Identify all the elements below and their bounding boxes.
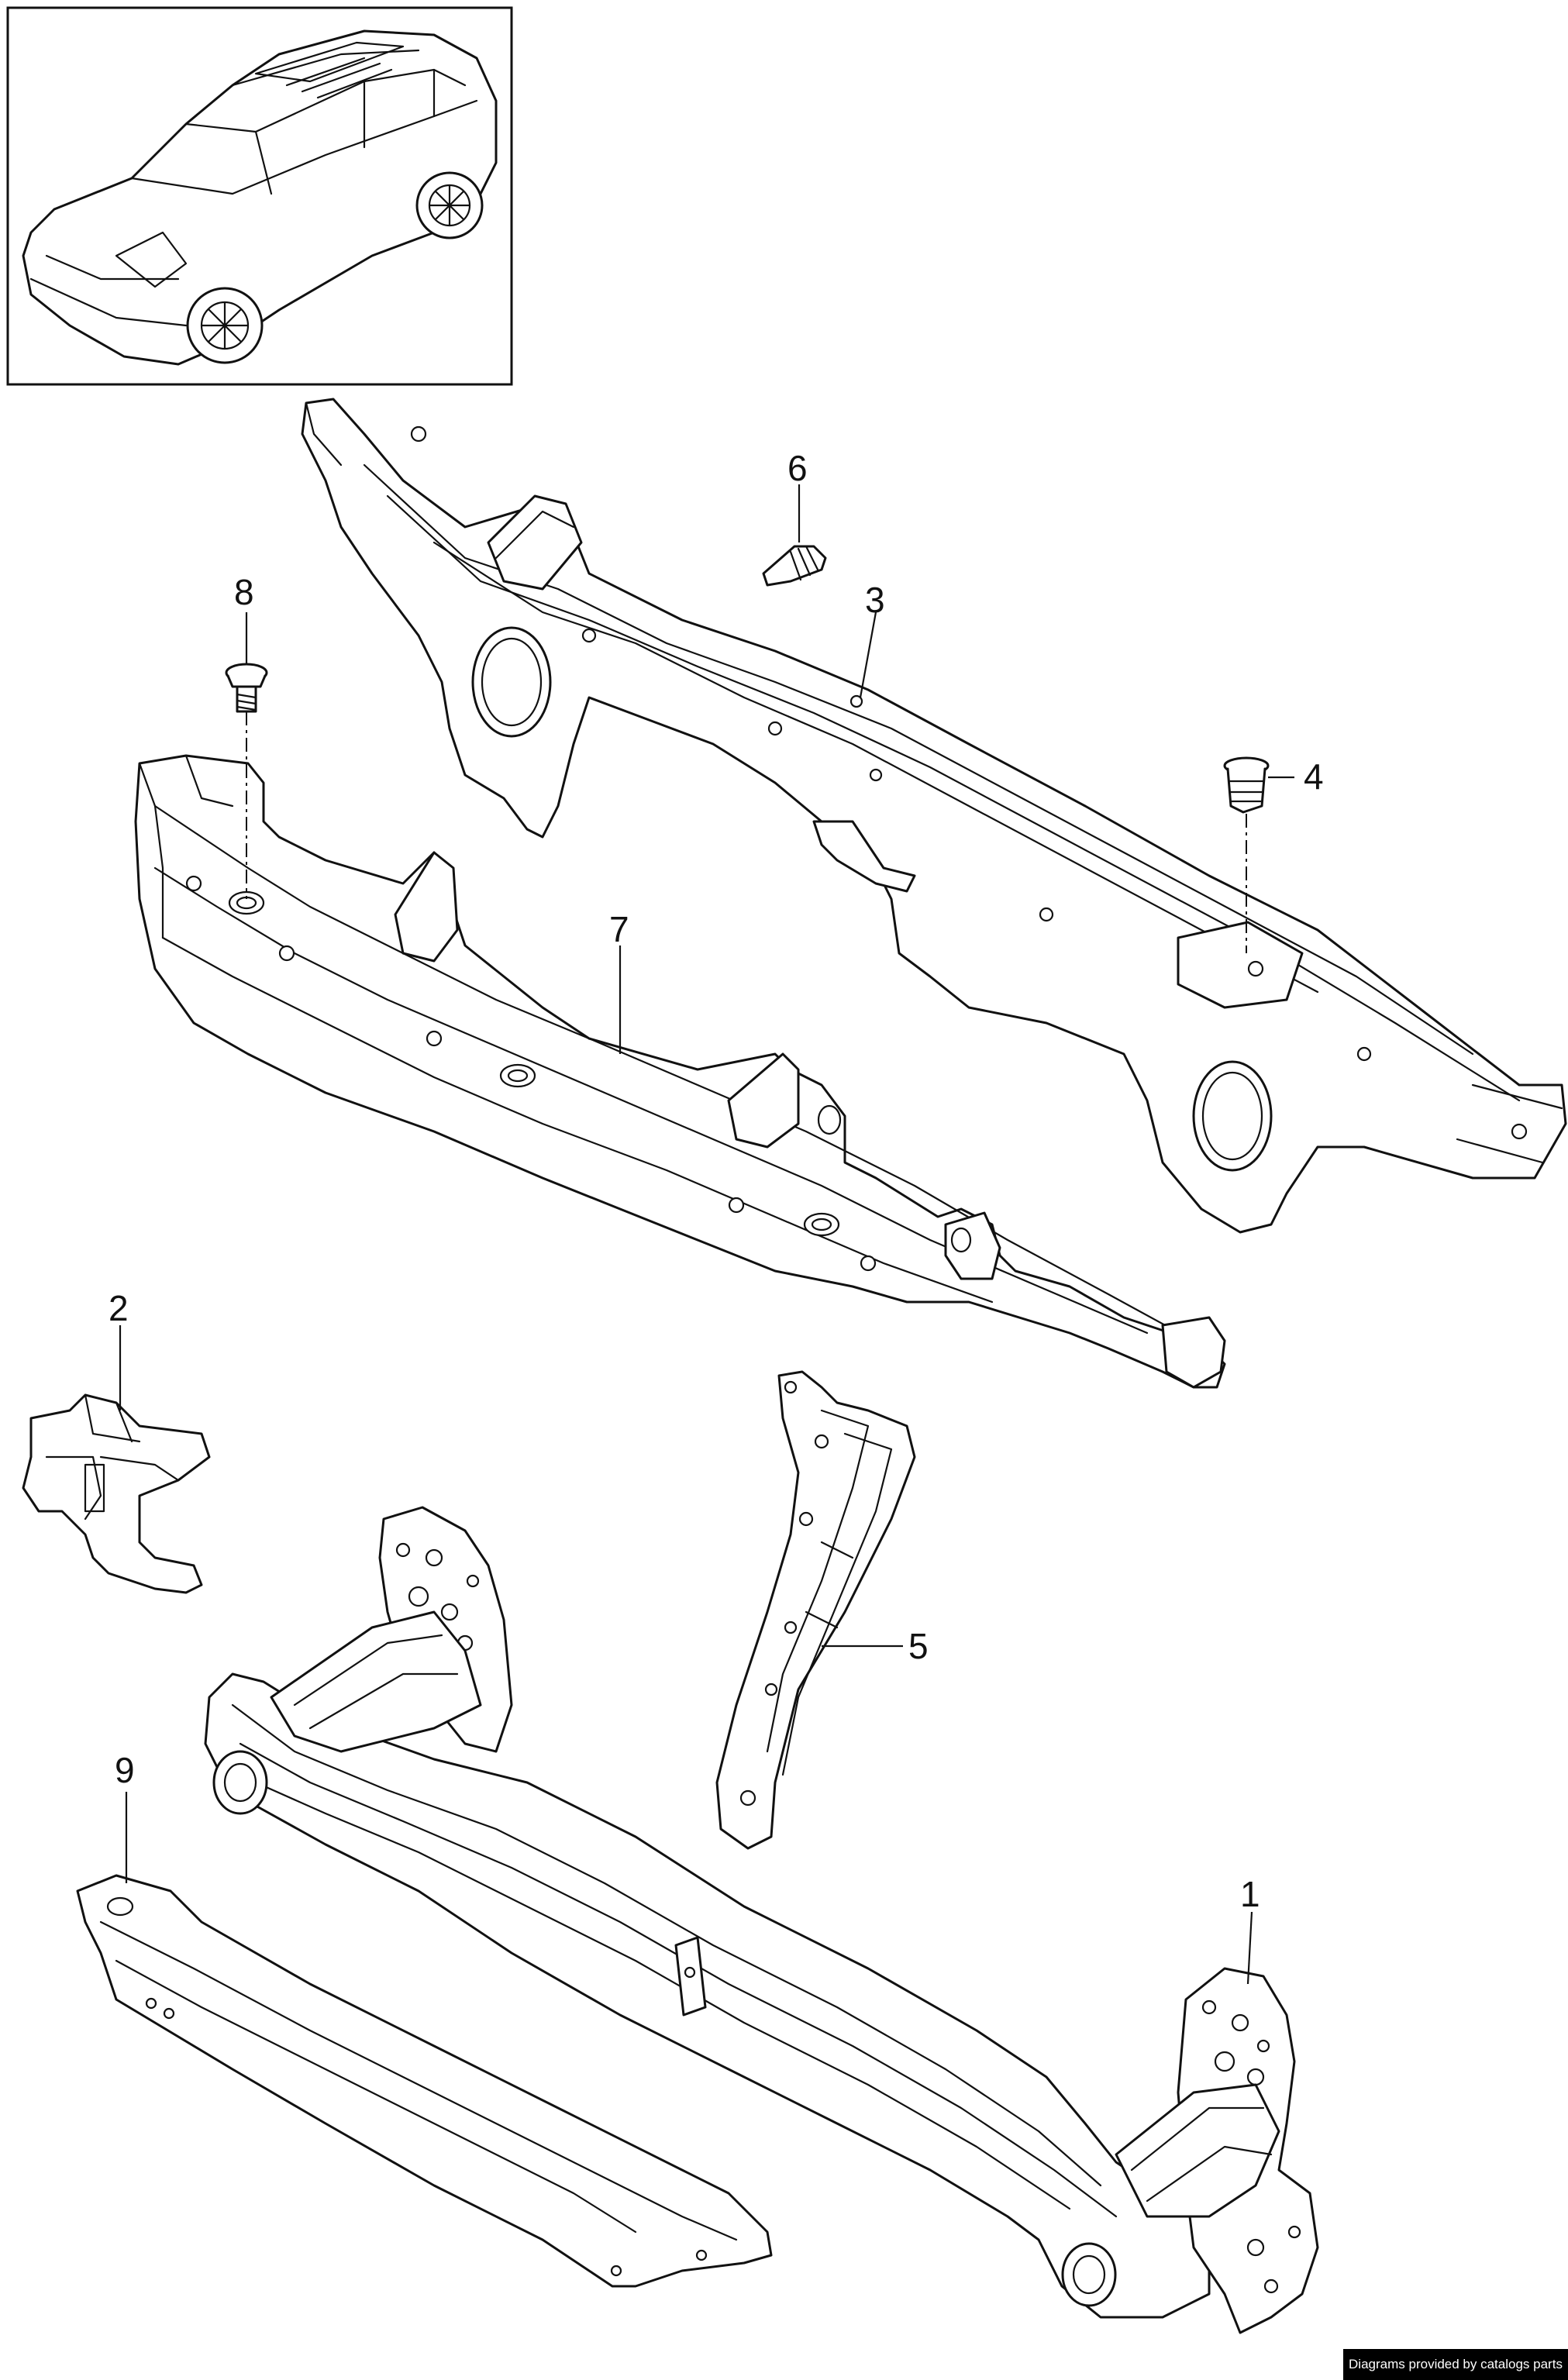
part-9-lower-panel [76, 1874, 773, 2288]
part-2-bracket [22, 1393, 211, 1594]
part-5-strut [715, 1370, 916, 1850]
callout-7: 7 [609, 909, 629, 949]
part-3-upper-crossmember [301, 398, 1567, 1234]
callout-1: 1 [1240, 1874, 1260, 1914]
callout-2: 2 [109, 1288, 129, 1328]
callout-9: 9 [115, 1750, 135, 1790]
part-7-carrier [134, 754, 1226, 1389]
callout-5: 5 [908, 1626, 929, 1666]
callout-6: 6 [787, 448, 808, 488]
vehicle-thumbnail [6, 6, 513, 386]
part-4-grommet [1223, 756, 1270, 814]
callout-numbers: 6 3 4 8 7 2 5 1 9 [109, 448, 1324, 1914]
credit-badge: Diagrams provided by catalogs parts [1343, 2349, 1568, 2380]
callout-3: 3 [865, 580, 885, 620]
part-1-crossbeam [204, 1506, 1319, 2334]
callout-4: 4 [1304, 756, 1324, 797]
part-6-clip [762, 545, 827, 587]
leader-lines [119, 484, 1294, 1985]
part-8-bolt [225, 663, 268, 713]
callout-8: 8 [234, 572, 254, 612]
